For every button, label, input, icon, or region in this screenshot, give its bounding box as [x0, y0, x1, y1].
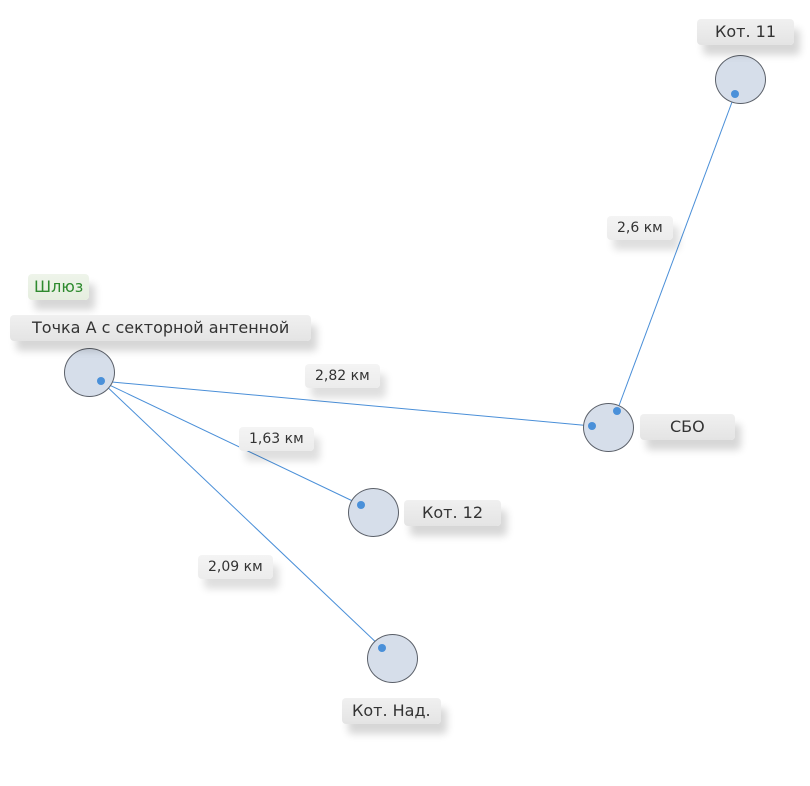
node-label-kot12[interactable]: Кот. 12: [404, 500, 501, 526]
link-gateway-kotnad: [100, 380, 383, 649]
link-gateway-kot12: [100, 380, 362, 506]
node-label-cbo[interactable]: СБО: [640, 414, 735, 440]
node-label-gateway[interactable]: Точка А с секторной антенной: [10, 315, 312, 341]
node-kotnad[interactable]: [367, 634, 418, 683]
distance-label-cbo-kot11: 2,6 км: [607, 216, 673, 240]
gateway-tag: Шлюз: [28, 274, 90, 300]
link-cbo-kot11: [616, 93, 736, 412]
distance-label-gateway-kot12: 1,63 км: [239, 427, 314, 451]
node-label-kotnad[interactable]: Кот. Над.: [342, 698, 441, 724]
node-kot12[interactable]: [348, 488, 399, 537]
distance-label-gateway-kotnad: 2,09 км: [198, 555, 273, 579]
node-kot11[interactable]: [715, 55, 766, 104]
node-cbo[interactable]: [583, 403, 634, 452]
node-gateway[interactable]: [64, 348, 115, 397]
distance-label-gateway-cbo: 2,82 км: [305, 364, 380, 388]
node-label-kot11[interactable]: Кот. 11: [697, 19, 794, 45]
